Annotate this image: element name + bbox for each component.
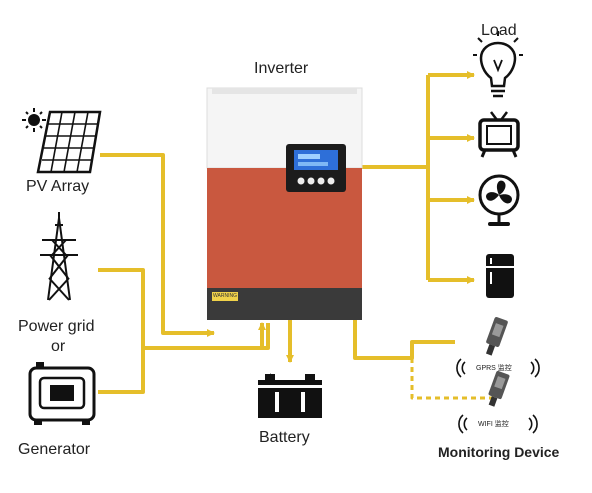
pv-array-label: PV Array xyxy=(26,178,90,195)
inverter-unit xyxy=(206,87,363,320)
lcd-readout-2 xyxy=(298,162,328,166)
warning-label xyxy=(212,292,238,301)
generator-wire xyxy=(98,348,145,394)
monitoring-device-label: Monitoring Device xyxy=(438,444,560,460)
gprs-dongle-icon xyxy=(485,317,508,356)
wifi-signal-icon xyxy=(458,414,538,434)
sun-icon xyxy=(22,108,46,132)
battery-label: Battery xyxy=(259,429,310,446)
control-button xyxy=(317,177,325,185)
monitor-wifi-wire xyxy=(410,358,494,400)
inverter-label: Inverter xyxy=(254,60,309,77)
connection-wires xyxy=(98,71,494,400)
pv-wire xyxy=(100,153,215,337)
wifi-tag: WIFI 监控 xyxy=(478,421,509,428)
light-bulb-icon xyxy=(473,31,523,98)
bus-wire xyxy=(262,323,270,350)
tv-icon xyxy=(478,111,520,158)
svg-text:-: - xyxy=(308,371,311,380)
control-button xyxy=(307,177,315,185)
power-tower-icon xyxy=(40,212,78,301)
control-button xyxy=(297,177,305,185)
inverter-top-shadow xyxy=(212,88,357,94)
monitor-wire xyxy=(353,320,455,360)
warning-tag: WARNING xyxy=(213,293,237,299)
wifi-dongle-icon xyxy=(488,370,510,407)
battery-icon: + - xyxy=(258,371,322,418)
gprs-signal-icon xyxy=(456,358,540,378)
load-label: Load xyxy=(481,22,517,39)
lcd-screen xyxy=(294,150,338,170)
solar-panel-icon xyxy=(22,108,102,174)
svg-text:+: + xyxy=(268,371,273,380)
control-button xyxy=(327,177,335,185)
generator-label: Generator xyxy=(18,441,91,458)
lcd-readout xyxy=(298,154,320,159)
or-label: or xyxy=(51,338,66,355)
power-grid-label: Power grid xyxy=(18,318,95,335)
fan-icon xyxy=(478,174,520,226)
gprs-tag: GPRS 监控 xyxy=(476,365,512,372)
fridge-icon xyxy=(486,254,514,298)
generator-icon xyxy=(28,362,96,425)
